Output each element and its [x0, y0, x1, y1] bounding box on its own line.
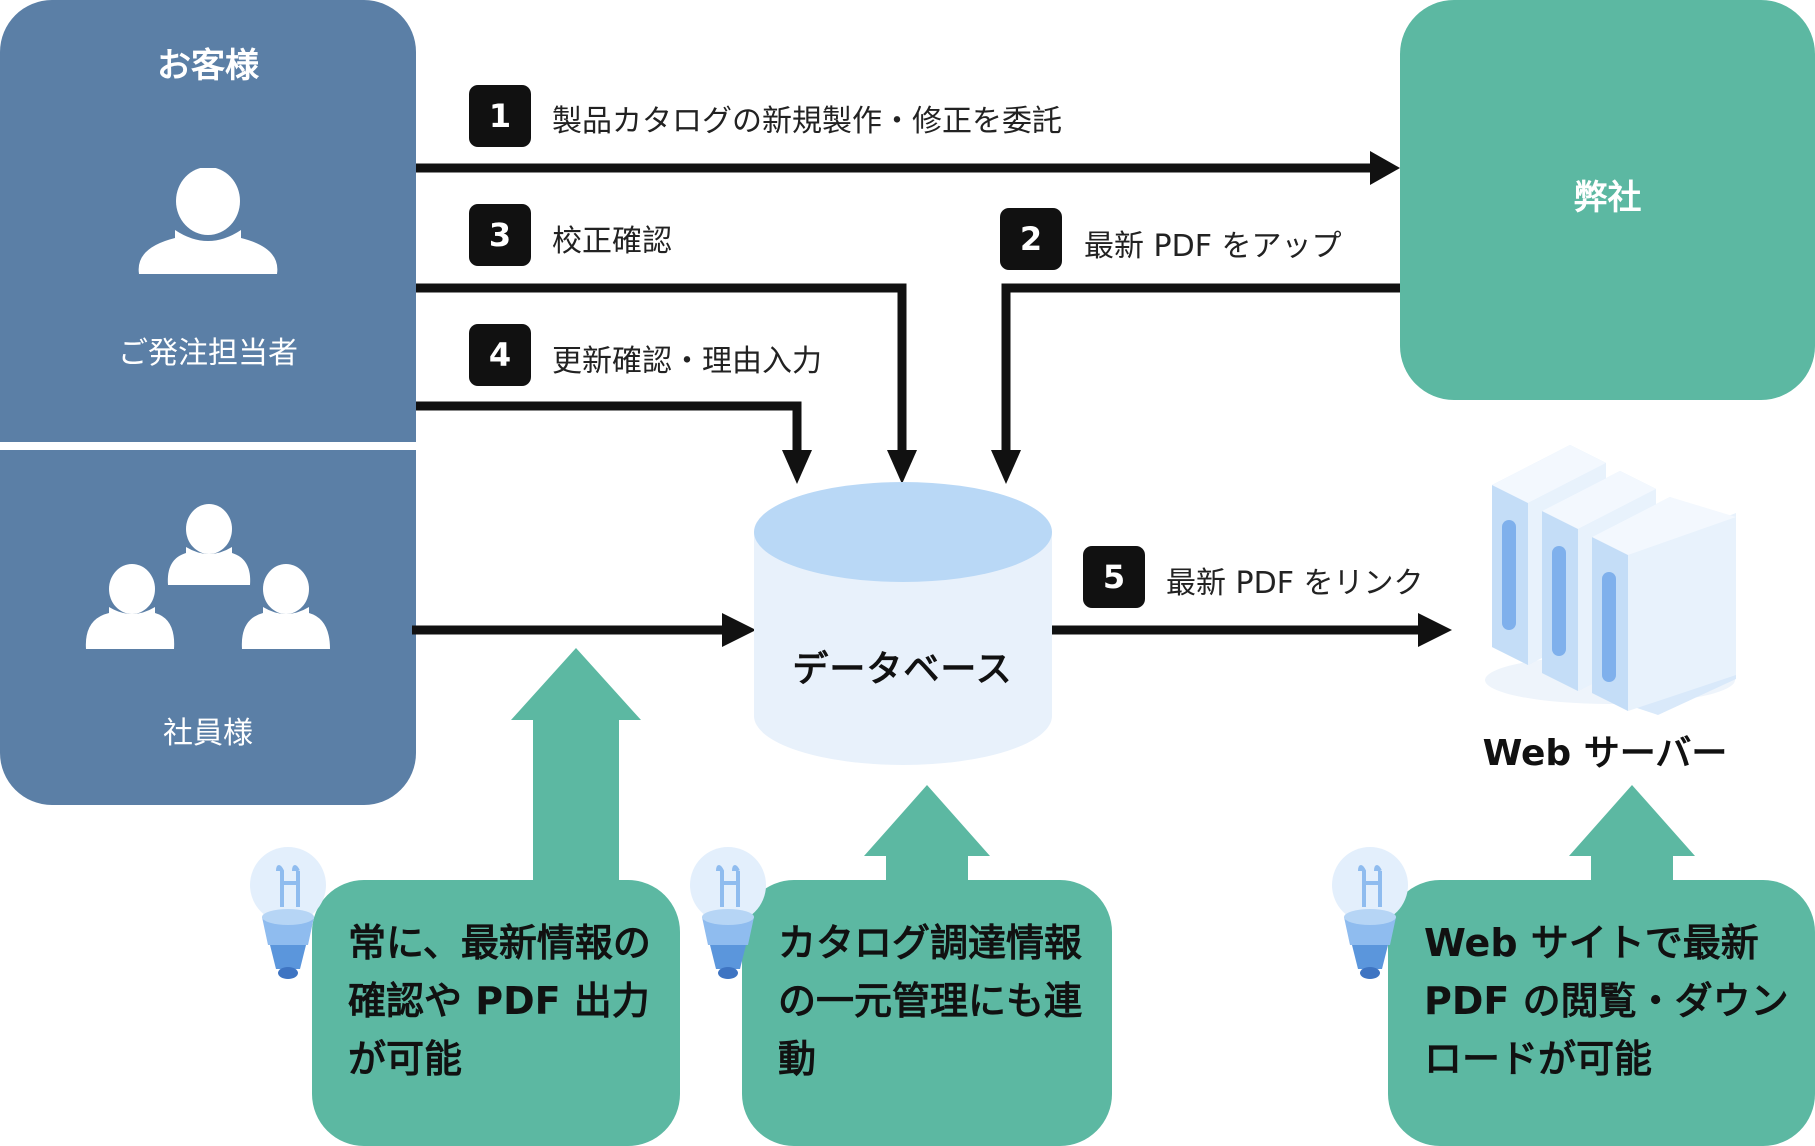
- step-label-4: 更新確認・理由入力: [552, 344, 822, 379]
- customer-panel: お客様 ご発注担当者 社員様: [0, 0, 416, 805]
- arrow-step-4: [416, 401, 802, 452]
- web-server-label: Web サーバー: [1482, 733, 1728, 774]
- callout-arrow-2: [864, 785, 990, 880]
- callout-3-line-3: ロードが可能: [1424, 1037, 1653, 1081]
- lightbulb-icon: [1332, 847, 1408, 979]
- step-badge-5: 5: [1083, 546, 1145, 608]
- lightbulb-icon: [250, 847, 326, 979]
- callout-arrow-1: [511, 648, 641, 880]
- lightbulb-icon: [690, 847, 766, 979]
- callout-1: 常に、最新情報の 確認や PDF 出力 が可能: [312, 880, 680, 1146]
- callout-2-line-2: の一元管理にも連: [778, 979, 1083, 1023]
- server-icon: [1485, 445, 1736, 715]
- callout-3-line-1: Web サイトで最新: [1424, 921, 1759, 965]
- customer-title: お客様: [157, 46, 259, 86]
- callout-2-line-1: カタログ調達情報: [778, 921, 1083, 965]
- database-icon: [754, 482, 1052, 765]
- company-label: 弊社: [1573, 178, 1642, 218]
- step-badge-4: 4: [469, 324, 531, 386]
- group-icon: [85, 504, 330, 649]
- orderer-label: ご発注担当者: [118, 336, 298, 371]
- callout-1-line-1: 常に、最新情報の: [348, 921, 651, 965]
- step-label-5: 最新 PDF をリンク: [1166, 566, 1424, 601]
- callout-1-line-2: 確認や PDF 出力: [348, 979, 650, 1023]
- callout-2-line-3: 動: [778, 1037, 817, 1081]
- step-badge-3: 3: [469, 204, 531, 266]
- arrow-step-3: [416, 283, 907, 452]
- database-label: データベース: [792, 649, 1013, 690]
- step-label-3: 校正確認: [552, 224, 672, 259]
- step-badge-2: 2: [1000, 208, 1062, 270]
- callout-3-line-2: PDF の閲覧・ダウン: [1424, 979, 1789, 1023]
- callout-arrow-3: [1569, 785, 1695, 880]
- callout-1-line-3: が可能: [348, 1037, 463, 1081]
- step-label-1: 製品カタログの新規製作・修正を委託: [552, 104, 1062, 139]
- arrow-step-2: [1001, 283, 1400, 452]
- step-label-2: 最新 PDF をアップ: [1084, 229, 1342, 264]
- panel-divider: [0, 442, 416, 450]
- callout-2: カタログ調達情報 の一元管理にも連 動: [742, 880, 1112, 1146]
- person-icon: [138, 168, 278, 274]
- callout-3: Web サイトで最新 PDF の閲覧・ダウン ロードが可能: [1388, 880, 1815, 1146]
- staff-label: 社員様: [163, 716, 253, 751]
- step-badge-1: 1: [469, 85, 531, 147]
- company-box: 弊社: [1400, 0, 1815, 400]
